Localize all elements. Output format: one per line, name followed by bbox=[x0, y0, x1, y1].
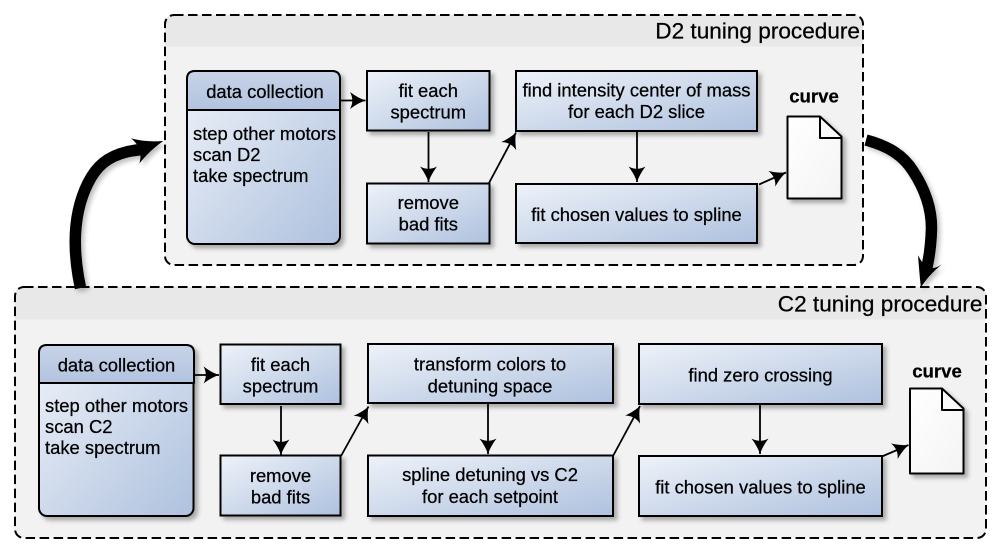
svg-text:detuning space: detuning space bbox=[428, 376, 553, 397]
svg-text:spline detuning vs C2: spline detuning vs C2 bbox=[402, 464, 578, 485]
svg-text:find intensity center of mass: find intensity center of mass bbox=[523, 80, 751, 101]
svg-text:curve: curve bbox=[789, 86, 839, 107]
svg-text:fit each: fit each bbox=[399, 80, 458, 101]
svg-text:transform colors to: transform colors to bbox=[414, 354, 566, 375]
svg-text:find zero crossing: find zero crossing bbox=[688, 365, 832, 386]
svg-text:fit each: fit each bbox=[251, 354, 310, 375]
svg-text:take spectrum: take spectrum bbox=[193, 165, 309, 186]
svg-text:step other motors: step other motors bbox=[193, 123, 336, 144]
svg-text:bad fits: bad fits bbox=[251, 486, 310, 507]
svg-text:remove: remove bbox=[250, 465, 311, 486]
svg-text:step other motors: step other motors bbox=[45, 395, 188, 416]
svg-text:for each D2 slice: for each D2 slice bbox=[568, 101, 705, 122]
svg-text:curve: curve bbox=[912, 361, 962, 382]
svg-text:for each setpoint: for each setpoint bbox=[422, 486, 558, 507]
svg-text:fit chosen values to spline: fit chosen values to spline bbox=[655, 477, 866, 498]
svg-text:fit chosen values to spline: fit chosen values to spline bbox=[531, 204, 742, 225]
svg-text:remove: remove bbox=[398, 192, 459, 213]
svg-text:data collection: data collection bbox=[206, 81, 324, 102]
svg-text:spectrum: spectrum bbox=[390, 102, 466, 123]
svg-text:C2 tuning procedure: C2 tuning procedure bbox=[778, 292, 983, 317]
svg-text:D2 tuning procedure: D2 tuning procedure bbox=[655, 19, 860, 44]
svg-text:scan D2: scan D2 bbox=[193, 144, 260, 165]
svg-text:spectrum: spectrum bbox=[243, 376, 319, 397]
svg-text:data collection: data collection bbox=[58, 355, 176, 376]
svg-text:bad fits: bad fits bbox=[399, 214, 458, 235]
svg-text:take spectrum: take spectrum bbox=[45, 437, 161, 458]
svg-text:scan C2: scan C2 bbox=[45, 416, 112, 437]
